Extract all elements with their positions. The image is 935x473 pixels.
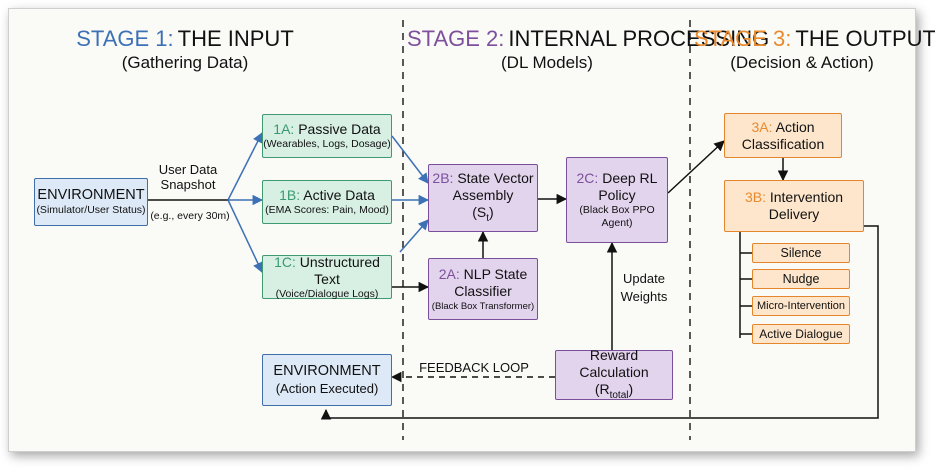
intervention-option-micro: Micro-Intervention — [752, 296, 850, 316]
box-1a-sub: (Wearables, Logs, Dosage) — [263, 138, 391, 150]
box-1b-id: 1B: — [279, 187, 301, 203]
box-1c-sub: (Voice/Dialogue Logs) — [275, 287, 379, 300]
box-3b-title-1: Intervention — [769, 189, 844, 205]
box-2b-symbol: (St) — [472, 203, 494, 224]
stage-2-subtitle: (DL Models) — [501, 53, 593, 72]
box-2a-title-1: NLP State — [463, 265, 528, 282]
environment-output-sub: (Action Executed) — [275, 381, 379, 396]
box-2c-deep-rl-policy: 2C: Deep RL Policy (Black Box PPO Agent) — [566, 157, 668, 243]
environment-output-box: ENVIRONMENT (Action Executed) — [262, 354, 392, 406]
box-3a-title-2: Classification — [741, 135, 825, 152]
box-3b-id: 3B: — [744, 189, 766, 205]
environment-input-box: ENVIRONMENT (Simulator/User Status) — [34, 178, 148, 226]
stage-3-title: STAGE 3:THE OUTPUT — [694, 26, 935, 51]
intervention-option-active-dialogue: Active Dialogue — [752, 324, 850, 344]
box-2c-id: 2C: — [576, 170, 599, 186]
stage-2-title: STAGE 2:INTERNAL PROCESSING — [407, 26, 770, 51]
intervention-option-nudge: Nudge — [752, 269, 850, 289]
reward-title: Reward Calculation — [579, 346, 649, 380]
box-2b-title-2: Assembly — [452, 186, 514, 203]
environment-output-title: ENVIRONMENT — [273, 363, 381, 379]
update-weights-line-1: Update — [623, 271, 665, 286]
box-1a-title: Passive Data — [298, 121, 381, 137]
box-3a-title-1: Action — [775, 118, 815, 135]
box-1b-title: Active Data — [303, 187, 375, 203]
box-1a-passive-data: 1A: Passive Data (Wearables, Logs, Dosag… — [262, 114, 392, 158]
box-3b-intervention-delivery: 3B: Intervention Delivery — [724, 180, 864, 232]
stage-3-subtitle: (Decision & Action) — [730, 53, 874, 72]
stage-3-name: THE OUTPUT — [795, 26, 935, 51]
box-2b-id: 2B: — [432, 169, 454, 186]
box-2c-title-1: Deep RL — [602, 170, 658, 186]
stage-1-name: THE INPUT — [177, 26, 294, 51]
box-2b-title-1: State Vector — [457, 169, 534, 186]
snapshot-label-1: User Data — [158, 162, 218, 177]
box-2a-title-2: Classifier — [454, 282, 512, 299]
snapshot-label-2: Snapshot — [160, 177, 216, 192]
box-3a-id: 3A: — [751, 118, 773, 135]
box-2c-sub-1: (Black Box PPO — [579, 204, 655, 216]
box-2a-nlp-classifier: 2A: NLP State Classifier (Black Box Tran… — [428, 258, 538, 320]
box-1c-title: Unstructured Text — [299, 253, 380, 287]
snapshot-note: (e.g., every 30m) — [150, 210, 230, 222]
box-2c-title-2: Policy — [598, 187, 636, 203]
box-2a-sub: (Black Box Transformer) — [431, 300, 535, 312]
box-1c-id: 1C: — [274, 253, 296, 270]
box-1b-active-data: 1B: Active Data (EMA Scores: Pain, Mood) — [262, 180, 392, 224]
box-1c-unstructured-text: 1C: Unstructured Text (Voice/Dialogue Lo… — [262, 253, 392, 300]
box-3b-title-2: Delivery — [768, 206, 820, 222]
feedback-loop-label: FEEDBACK LOOP — [419, 360, 529, 375]
environment-input-title: ENVIRONMENT — [37, 187, 145, 203]
box-2c-sub-2: Agent) — [601, 217, 633, 229]
box-2a-id: 2A: — [438, 265, 460, 282]
box-3a-action-classification: 3A: Action Classification — [724, 113, 842, 158]
intervention-option-silence: Silence — [752, 243, 850, 263]
update-weights-line-2: Weights — [620, 289, 668, 304]
environment-input-sub: (Simulator/User Status) — [36, 204, 146, 216]
box-1a-id: 1A: — [273, 121, 295, 137]
box-1b-sub: (EMA Scores: Pain, Mood) — [265, 204, 389, 216]
stage-2-name: INTERNAL PROCESSING — [508, 26, 770, 51]
stage-1-subtitle: (Gathering Data) — [121, 53, 249, 72]
stage-1-title: STAGE 1:THE INPUT — [76, 26, 294, 51]
reward-calculation-box: Reward Calculation (Rtotal) — [555, 346, 673, 400]
reward-symbol: (Rtotal) — [594, 380, 634, 401]
box-2b-state-vector: 2B: State Vector Assembly (St) — [428, 164, 538, 232]
